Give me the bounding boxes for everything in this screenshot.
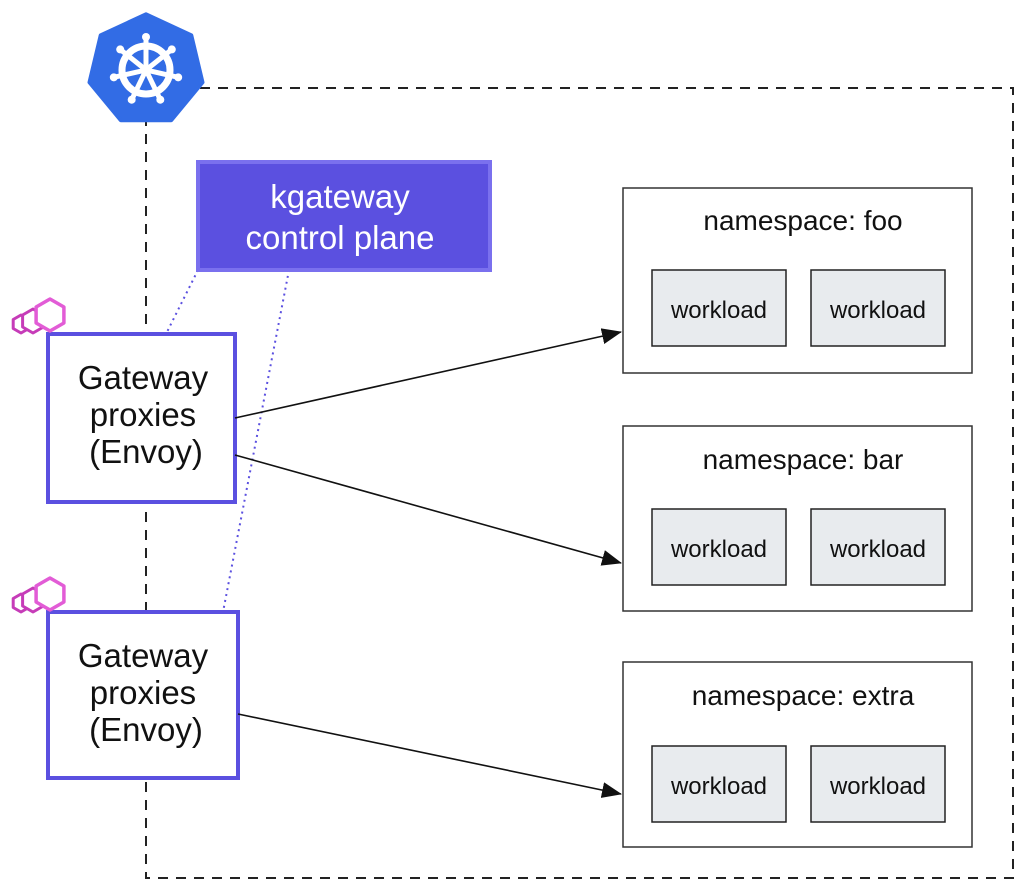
control-plane-label-line2: control plane (246, 219, 435, 256)
proxy-1-label-line2: proxies (90, 396, 196, 433)
arrow-proxy2-to-extra (237, 713, 622, 798)
namespace-extra-title: namespace: extra (692, 680, 915, 711)
workload-box[interactable]: workload (651, 508, 787, 586)
control-link-1 (165, 269, 199, 335)
proxy-1-label-line1: Gateway (78, 359, 209, 396)
control-link-2 (222, 269, 290, 613)
namespace-box-extra[interactable]: namespace: extra workload workload (622, 661, 973, 848)
proxy-2-label-line3: (Envoy) (89, 711, 203, 748)
workload-box[interactable]: workload (810, 269, 946, 347)
arrow-proxy1-to-foo (234, 328, 622, 419)
workload-label: workload (829, 773, 926, 800)
namespace-box-foo[interactable]: namespace: foo workload workload (622, 187, 973, 374)
envoy-hexagons-icon (11, 576, 66, 614)
arrow-proxy1-to-bar (234, 454, 622, 566)
namespace-bar-title: namespace: bar (703, 444, 904, 475)
workload-box[interactable]: workload (651, 269, 787, 347)
workload-box[interactable]: workload (651, 745, 787, 823)
gateway-proxy-box-2[interactable]: Gateway proxies (Envoy) (46, 610, 240, 780)
kubernetes-helm-wheel-icon (87, 12, 205, 123)
namespace-box-bar[interactable]: namespace: bar workload workload (622, 425, 973, 612)
namespace-foo-title: namespace: foo (703, 205, 902, 236)
workload-box[interactable]: workload (810, 508, 946, 586)
proxy-2-label-line1: Gateway (78, 637, 209, 674)
workload-label: workload (670, 297, 767, 324)
gateway-proxy-box-1[interactable]: Gateway proxies (Envoy) (46, 332, 237, 504)
workload-label: workload (670, 773, 767, 800)
control-plane-box[interactable]: kgateway control plane (196, 160, 492, 272)
proxy-1-label-line3: (Envoy) (89, 433, 203, 470)
envoy-hexagons-icon (11, 297, 66, 335)
proxy-2-label-line2: proxies (90, 674, 196, 711)
workload-label: workload (829, 297, 926, 324)
workload-label: workload (829, 536, 926, 563)
workload-label: workload (670, 536, 767, 563)
workload-box[interactable]: workload (810, 745, 946, 823)
control-plane-label-line1: kgateway (270, 178, 410, 215)
